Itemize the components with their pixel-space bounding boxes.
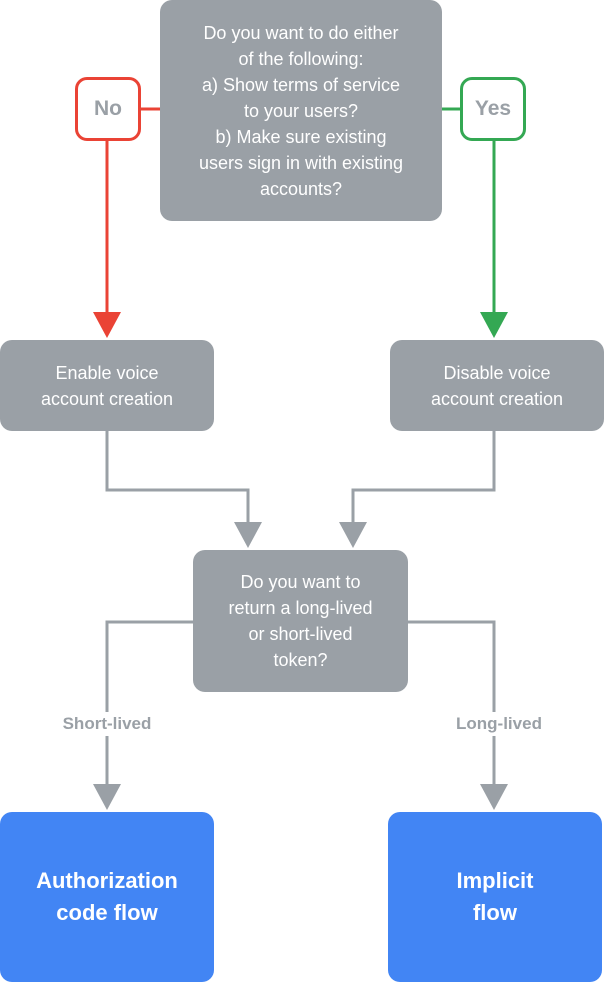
short-lived-arrowhead xyxy=(93,784,121,810)
disable-to-question-arrowhead xyxy=(339,522,367,548)
no-decision-label: No xyxy=(75,77,141,141)
long-lived-label: Long-lived xyxy=(438,712,560,736)
no-branch-arrowhead xyxy=(93,312,121,338)
question-terms-of-service-text: Do you want to do either of the followin… xyxy=(198,22,404,199)
short-lived-line xyxy=(105,620,193,786)
question-token-lifetime: Do you want to return a long-lived or sh… xyxy=(193,550,408,692)
question-terms-of-service: Do you want to do either of the followin… xyxy=(160,0,442,221)
authorization-code-flow: Authorization code flow xyxy=(0,812,214,982)
disable-voice-account-creation: Disable voice account creation xyxy=(390,340,604,431)
disable-voice-account-creation-text: Disable voice account creation xyxy=(430,362,564,409)
short-lived-label: Short-lived xyxy=(46,712,168,736)
long-lived-line xyxy=(408,620,496,786)
implicit-flow-text: Implicit flow xyxy=(456,868,534,925)
no-decision-text: No xyxy=(94,97,122,120)
long-lived-arrowhead xyxy=(480,784,508,810)
yes-branch-arrowhead xyxy=(480,312,508,338)
implicit-flow: Implicit flow xyxy=(388,812,602,982)
enable-to-question-arrowhead xyxy=(234,522,262,548)
short-lived-text: Short-lived xyxy=(62,714,152,733)
enable-voice-account-creation: Enable voice account creation xyxy=(0,340,214,431)
question-token-lifetime-text: Do you want to return a long-lived or sh… xyxy=(228,572,373,670)
yes-decision-label: Yes xyxy=(460,77,526,141)
authorization-code-flow-text: Authorization code flow xyxy=(36,868,178,925)
disable-to-question-line xyxy=(351,431,496,524)
enable-to-question-line xyxy=(105,431,250,524)
enable-voice-account-creation-text: Enable voice account creation xyxy=(40,362,174,409)
long-lived-text: Long-lived xyxy=(456,714,542,733)
yes-decision-text: Yes xyxy=(474,97,512,120)
